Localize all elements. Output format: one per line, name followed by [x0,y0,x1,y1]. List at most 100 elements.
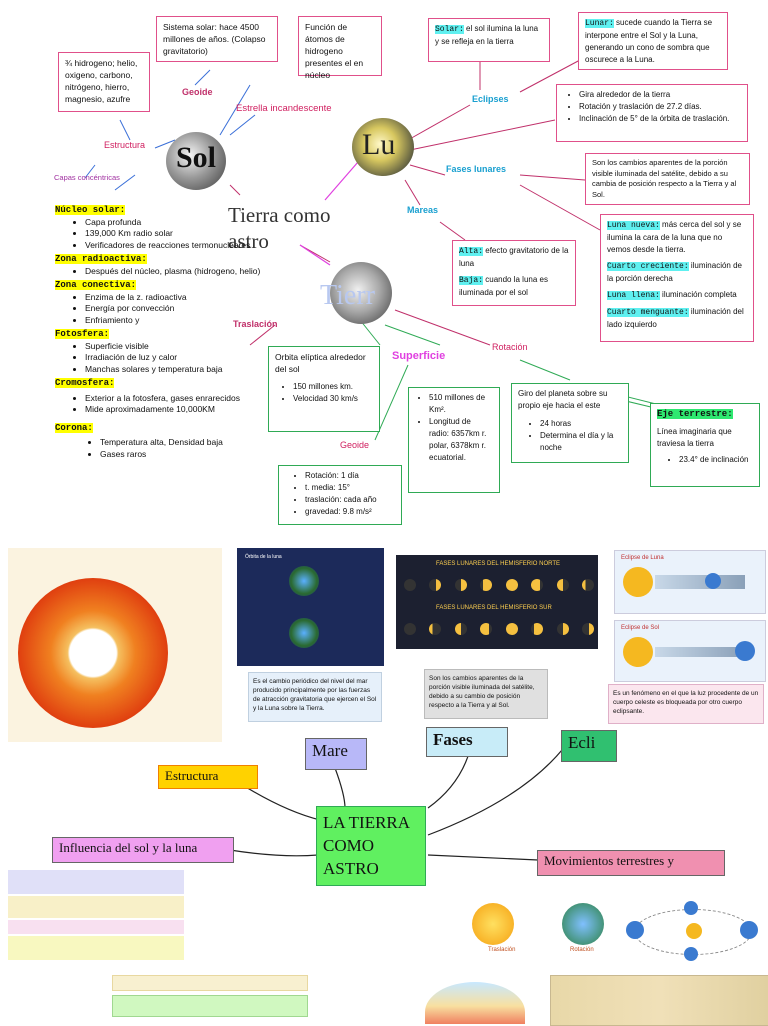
list-item: Mide aproximadamente 10,000KM [85,404,270,416]
node-movimientos: Movimientos terrestres y [537,850,725,876]
eclipse-cone-2 [655,647,745,657]
rotacion-box: Giro del planeta sobre su propio eje hac… [511,383,629,463]
superficie-box: 510 millones de Km². Longitud de radio: … [408,387,500,493]
list-item: Enfriamiento y [85,315,270,327]
list-item: Después del núcleo, plasma (hidrogeno, h… [85,266,270,278]
menguante-tag: Cuarto menguante: [607,308,689,317]
eclipse-solar-box: Solar: el sol ilumina la luna y se refle… [428,18,550,62]
fases-norte-caption: FASES LUNARES DEL HEMISFERIO NORTE [436,561,561,567]
solar-system-age-box: Sistema solar: hace 4500 millones de año… [156,16,278,62]
sun-structure-image [8,548,222,742]
orbita-luna-caption: Órbita de la luna [245,554,282,560]
moon-row-north [404,579,594,593]
eclipse-cone-1 [655,575,745,589]
eclipse-earth-1 [705,573,721,589]
mareas-label: Mareas [407,205,439,215]
alta-tag: Alta: [459,247,484,256]
fases-sur-caption: FASES LUNARES DEL HEMISFERIO SUR [436,605,552,611]
orbit-earth-3 [684,901,698,915]
eje-tag: Eje terrestre: [657,409,733,419]
orbita-box: Orbita elíptica alrededor del sol 150 mi… [268,346,380,432]
moon-image [352,118,414,176]
nueva-text: más cerca del sol y se ilumina la cara d… [607,220,742,254]
connector-lines [84,59,661,441]
rotacion-label: Rotación [492,342,528,352]
influence-panel [8,870,184,966]
baja-text: cuando la luna es iluminada por el sol [459,275,548,297]
eclipse-sol-caption: Eclipse de Sol [621,625,660,631]
list-item: Inclinación de 5° de la órbita de trasla… [579,113,741,125]
solar-eclipse-image: Eclipse de Sol [614,620,766,682]
mareas-box: Alta: efecto gravitatorio de la luna Baj… [452,240,576,306]
moon-phases-image: FASES LUNARES DEL HEMISFERIO NORTE FASES… [396,555,598,649]
ecli-description-text: Es un fenómeno en el que la luz proceden… [613,690,759,715]
node-estructura: Estructura [158,765,258,789]
lunar-text: sucede cuando la Tierra se interpone ent… [585,18,713,64]
rotacion-caption: Rotación [570,947,594,953]
fases-lunares-label: Fases lunares [446,164,507,174]
climate-zones-image [365,968,545,1024]
eclipse-luna-caption: Eclipse de Luna [621,555,664,561]
traslacion-caption: Traslación [488,947,516,953]
list-item: Exterior a la fotosfera, gases enrarecid… [85,393,270,405]
moon-facts-box: Gira alrededor de la tierra Rotación y t… [556,84,748,142]
traslacion-label: Traslación [233,319,278,329]
list-item: Longitud de radio: 6357km r. polar, 6378… [429,416,493,464]
influence-row [8,870,184,894]
orbit-earth-1 [626,921,644,939]
list-item: 510 millones de Km². [429,392,493,416]
list-item: Superficie visible [85,341,270,353]
corona-title: Corona: [55,422,93,433]
movement-row [112,995,308,1017]
composition: ¾ hidrogeno; helio, oxigeno, carbono, ni… [65,58,138,104]
list-item: Irradiación de luz y calor [85,352,270,364]
hydrogen-atoms: Función de átomos de hidrogeno presentes… [305,22,364,80]
fases-description: Son los cambios aparentes de la porción … [424,669,548,719]
solar-text: el sol ilumina la luna y se refleja en l… [435,24,539,46]
creciente-tag: Cuarto creciente: [607,262,689,271]
solar-system-age: Sistema solar: hace 4500 millones de año… [163,22,266,56]
list-item: 139,000 Km radio solar [85,228,270,240]
node-center: LA TIERRA COMO ASTRO [316,806,426,886]
orbit-sun [686,923,702,939]
node-mare: Mare [305,738,367,770]
geoide-label: Geoide [340,440,370,450]
list-item: Energía por convección [85,303,270,315]
list-item: Enzima de la z. radioactiva [85,292,270,304]
hydrogen-atoms-box: Función de átomos de hidrogeno presentes… [298,16,382,80]
list-item: Temperatura alta, Densidad baja [100,437,270,449]
node-influencia: Influencia del sol y la luna [52,837,234,863]
list-item: 23.4° de inclinación [679,454,753,466]
sun-image [166,132,226,190]
fases-description-text: Son los cambios aparentes de la porción … [429,675,535,709]
alta-text: efecto gravitatorio de la luna [459,246,569,268]
geoide-box: Rotación: 1 día t. media: 15° traslación… [278,465,402,525]
lunar-eclipse-image: Eclipse de Luna [614,550,766,614]
nueva-tag: Luna nueva: [607,221,660,230]
movement-earth [562,903,604,945]
moon-row-south [404,623,594,637]
movement-sun [472,903,514,945]
movement-panel [112,975,308,1024]
movement-row [112,975,308,991]
cromosfera-title: Cromosfera: [55,378,115,388]
mare-description-text: Es el cambio periódico del nivel del mar… [253,678,377,712]
time-zones-image [550,975,768,1026]
list-item: 150 millones km. [293,381,373,393]
list-item: Verificadores de reacciones termonuclear… [85,240,270,252]
node-fases: Fases [426,727,508,757]
climate-zones-globe [425,982,525,1024]
list-item: Gases raros [100,449,270,461]
influence-row [8,920,184,934]
list-item: Velocidad 30 km/s [293,393,373,405]
llena-text: iluminación completa [662,290,737,299]
estructura-label: Estructura [104,140,146,150]
earth-image [330,262,392,324]
node-ecli: Ecli [561,730,617,762]
sun-layers-list: Núcleo solar: Capa profunda 139,000 Km r… [55,204,270,460]
rotacion-text: Giro del planeta sobre su propio eje hac… [518,389,608,410]
lunar-tag: Lunar: [585,19,614,28]
geoide-top-label: Geoide [182,87,213,97]
eje-box: Eje terrestre: Línea imaginaria que trav… [650,403,760,487]
eje-text: Línea imaginaria que traviesa la tierra [657,427,732,448]
